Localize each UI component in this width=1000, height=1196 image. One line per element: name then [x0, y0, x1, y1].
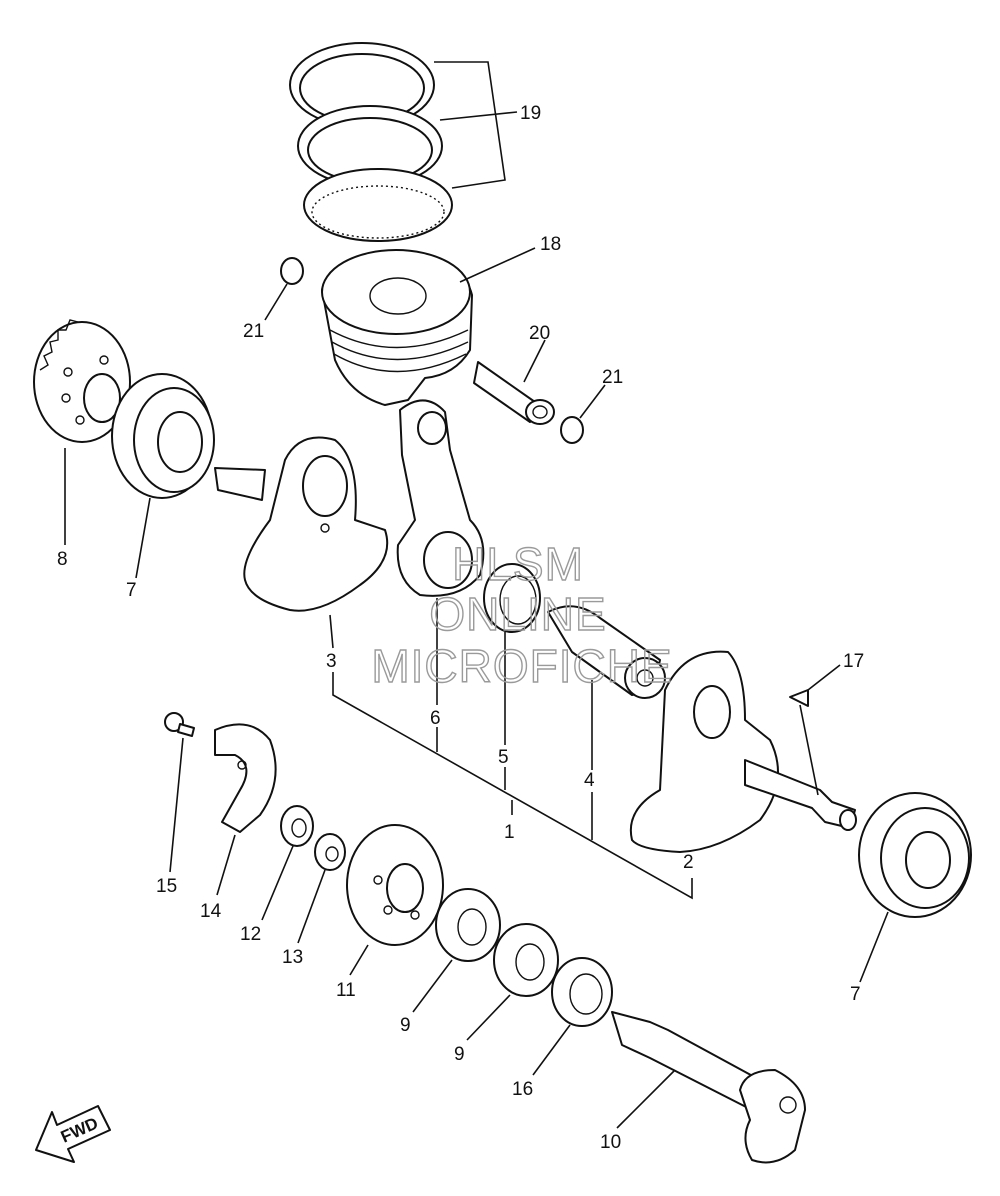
balancer-shaft[interactable] [611, 1011, 806, 1164]
watermark-line-1: HLSM [452, 538, 584, 590]
connecting-rod[interactable] [396, 399, 485, 597]
lock-washer[interactable] [314, 833, 346, 871]
balancer-weight[interactable] [214, 723, 277, 833]
callout-11: 11 [336, 980, 356, 1001]
balancer-bearing-1[interactable] [435, 888, 501, 962]
needle-bearing-balancer[interactable] [551, 957, 613, 1027]
callout-7-right: 7 [850, 984, 861, 1005]
watermark-line-3: MICROFICHE [371, 640, 672, 692]
callout-16: 16 [512, 1079, 533, 1100]
callout-8: 8 [57, 549, 68, 570]
callout-20: 20 [529, 323, 550, 344]
callout-19: 19 [520, 103, 541, 124]
callout-4: 4 [584, 770, 595, 791]
callout-17: 17 [843, 651, 864, 672]
callout-12: 12 [240, 924, 261, 945]
callout-labels: 1 2 3 4 5 6 7 7 8 9 9 10 11 12 13 14 15 … [57, 103, 864, 1153]
callout-1: 1 [504, 822, 515, 843]
balancer-drive-gear[interactable] [346, 824, 444, 946]
callout-3: 3 [326, 651, 337, 672]
watermark-line-2: ONLINE [429, 588, 606, 640]
callout-18: 18 [540, 234, 561, 255]
callout-9-a: 9 [400, 1015, 411, 1036]
callout-21-right: 21 [602, 367, 623, 388]
callout-9-b: 9 [454, 1044, 465, 1065]
piston[interactable] [321, 249, 473, 406]
nut[interactable] [280, 805, 314, 847]
callout-5: 5 [498, 747, 509, 768]
crank-half-right[interactable] [629, 650, 857, 853]
woodruff-key[interactable] [789, 689, 809, 707]
callout-14: 14 [200, 901, 222, 922]
main-bearing-left[interactable] [111, 373, 215, 499]
piston-pin[interactable] [473, 361, 555, 425]
callout-6: 6 [430, 708, 441, 729]
callout-10: 10 [600, 1132, 621, 1153]
crank-gear[interactable] [33, 319, 131, 443]
forward-arrow: FWD [35, 1105, 111, 1163]
callout-2: 2 [683, 852, 694, 873]
callout-15: 15 [156, 876, 177, 897]
callout-7-left: 7 [126, 580, 137, 601]
piston-rings[interactable] [289, 42, 453, 242]
callout-13: 13 [282, 947, 303, 968]
bolt[interactable] [164, 712, 195, 737]
circlip-right[interactable] [560, 416, 584, 444]
crank-pin[interactable] [547, 605, 666, 699]
crank-half-left[interactable] [214, 436, 389, 612]
callout-21-left: 21 [243, 321, 264, 342]
balancer-bearing-2[interactable] [493, 923, 559, 997]
watermark: HLSM ONLINE MICROFICHE [371, 537, 673, 692]
main-bearing-right[interactable] [858, 792, 972, 918]
needle-bearing[interactable] [483, 563, 541, 633]
circlip-left[interactable] [280, 257, 304, 285]
